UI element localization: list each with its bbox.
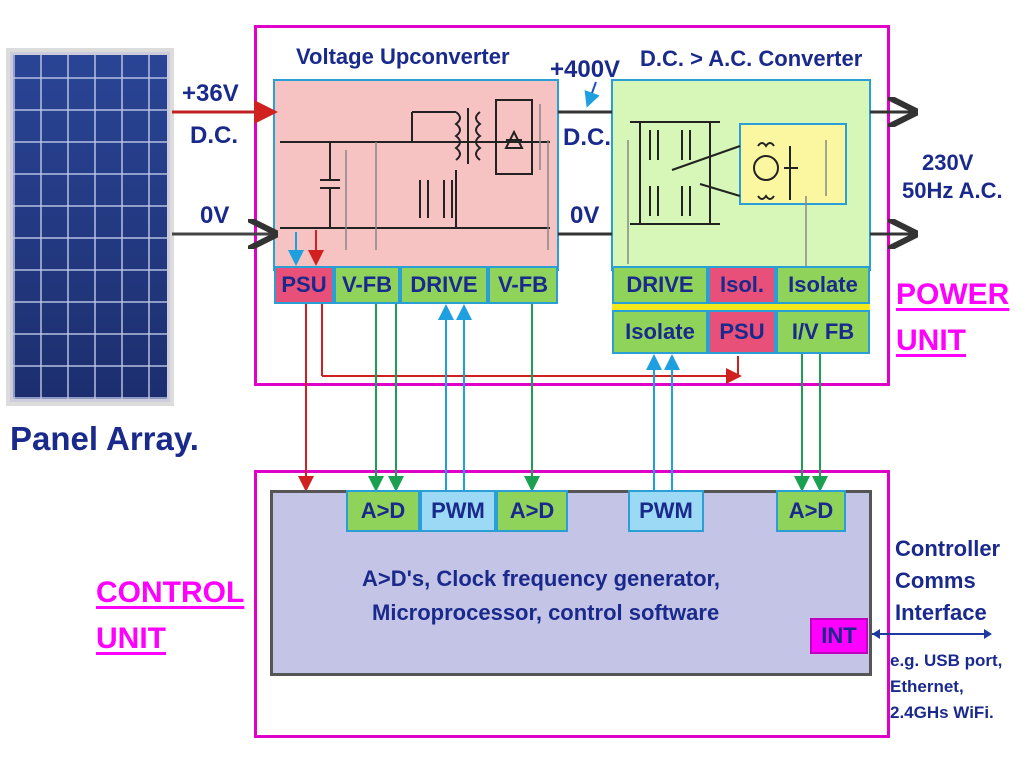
inverter-psu-block: PSU [708,310,776,354]
controller-description-line1: A>D's, Clock frequency generator, [362,566,720,591]
controller-adc-block-1: A>D [346,490,420,532]
controller-description-line2: Microprocessor, control software [372,600,720,625]
psu-wires [298,230,742,492]
inverter-sense-lines [627,140,827,266]
comms-example-line3: 2.4GHs WiFi. [890,703,994,722]
dc-link-pointer [584,81,600,108]
upconverter-title: Voltage Upconverter [296,44,510,69]
inverter-isol-block: Isol. [708,266,776,304]
upconverter-vfb-block-1: V-FB [334,266,400,304]
inverter-title: D.C. > A.C. Converter [640,46,863,71]
upconverter-psu-block: PSU [274,266,334,304]
comms-title-line1: Controller [895,536,1001,561]
comms-example-line2: Ethernet, [890,677,964,696]
inverter-drive-block: DRIVE [612,266,708,304]
output-frequency-label: 50Hz A.C. [902,178,1003,203]
comms-example-line1: e.g. USB port, [890,651,1003,670]
upconverter-vfb-block-2: V-FB [488,266,558,304]
controller-pwm-block-1: PWM [420,490,496,532]
panel-array-caption: Panel Array. [10,420,199,457]
output-voltage-label: 230V [922,150,974,175]
controller-pwm-block-2: PWM [628,490,704,532]
control-unit-label-line1: CONTROL [96,576,245,609]
controller-adc-block-3: A>D [776,490,846,532]
link-zero-label: 0V [570,202,600,229]
inverter-isolate-block-top: Isolate [776,266,870,304]
filter-box [739,123,847,205]
link-dc-label: D.C. [563,124,611,151]
inverter-circuit [630,121,798,225]
inverter-isolate-block-bottom: Isolate [612,310,708,354]
pwm-wires [438,304,680,490]
controller-adc-block-2: A>D [496,490,568,532]
power-unit-label-line1: POWER [896,278,1010,311]
comms-title-line3: Interface [895,600,987,625]
control-unit-label-line2: UNIT [96,622,166,655]
solar-panel-image [10,52,170,402]
int-interface-block: INT [810,618,868,654]
adc-wires [368,300,828,492]
upconverter-circuit [280,99,550,229]
comms-title-line2: Comms [895,568,976,593]
upconverter-drive-block: DRIVE [400,266,488,304]
input-zero-label: 0V [200,202,230,229]
inverter-separator [612,303,870,310]
control-unit-frame [254,470,890,738]
input-dc-label: D.C. [190,122,238,149]
input-voltage-label: +36V [182,80,239,107]
upconverter-sense-lines [345,104,549,250]
power-unit-label-line2: UNIT [896,324,966,357]
link-voltage-label: +400V [550,56,621,83]
inverter-ivfb-block: I/V FB [776,310,870,354]
power-unit-frame [254,25,890,386]
